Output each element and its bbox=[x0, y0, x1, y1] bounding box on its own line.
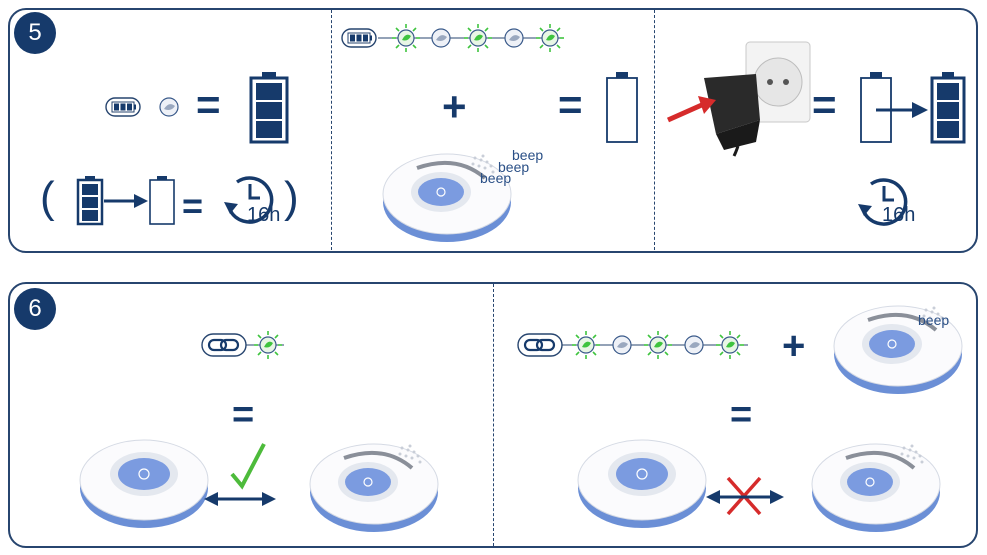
equals-sign-4: = bbox=[812, 81, 837, 128]
baby-unit-device-right bbox=[577, 439, 707, 529]
battery-full-icon bbox=[249, 72, 289, 144]
step-5-divider-2 bbox=[654, 10, 655, 250]
open-parenthesis: ( bbox=[40, 173, 55, 222]
close-parenthesis: ) bbox=[284, 173, 299, 222]
baby-unit-device-left bbox=[79, 439, 209, 529]
battery-charging-icon bbox=[860, 72, 966, 144]
led-off-icon bbox=[159, 97, 179, 117]
charge-duration-label: 16h bbox=[882, 204, 916, 226]
equals-sign-3: = bbox=[558, 81, 583, 128]
check-icon bbox=[230, 443, 266, 490]
beep-label-3: beep bbox=[480, 170, 512, 186]
beep-label-2: beep bbox=[498, 159, 530, 175]
duration-label: 16h bbox=[247, 204, 281, 226]
parent-unit-device bbox=[381, 152, 513, 244]
parent-unit-device-top bbox=[832, 304, 964, 396]
link-led-sequence-left bbox=[200, 330, 284, 360]
step-5-badge: 5 bbox=[14, 12, 56, 54]
link-led-sequence-right bbox=[516, 330, 748, 360]
step-6-divider bbox=[493, 284, 494, 546]
battery-empty-icon bbox=[149, 176, 175, 225]
plus-sign-2: + bbox=[782, 324, 806, 368]
equals-sign-2: = bbox=[182, 185, 204, 226]
battery-empty-large-icon bbox=[606, 72, 638, 143]
step-5-divider-1 bbox=[331, 10, 332, 250]
power-adapter-icon bbox=[666, 41, 811, 157]
equals-sign-6: = bbox=[730, 394, 753, 436]
parent-unit-device-left bbox=[308, 442, 440, 534]
parent-unit-device-right bbox=[810, 442, 942, 534]
equals-sign-5: = bbox=[232, 394, 255, 436]
battery-full-small-icon bbox=[76, 176, 104, 226]
step-6-badge: 6 bbox=[14, 288, 56, 330]
arrow-right-icon bbox=[104, 194, 148, 208]
led-sequence-low-battery bbox=[341, 23, 565, 53]
double-arrow-icon-2 bbox=[706, 490, 784, 504]
double-arrow-icon bbox=[204, 492, 276, 506]
beep-label-4: beep bbox=[918, 312, 950, 328]
beep-label-1: beep bbox=[512, 147, 544, 163]
equals-sign: = bbox=[196, 81, 221, 128]
battery-indicator-icon bbox=[105, 97, 141, 117]
plus-sign: + bbox=[442, 83, 467, 130]
